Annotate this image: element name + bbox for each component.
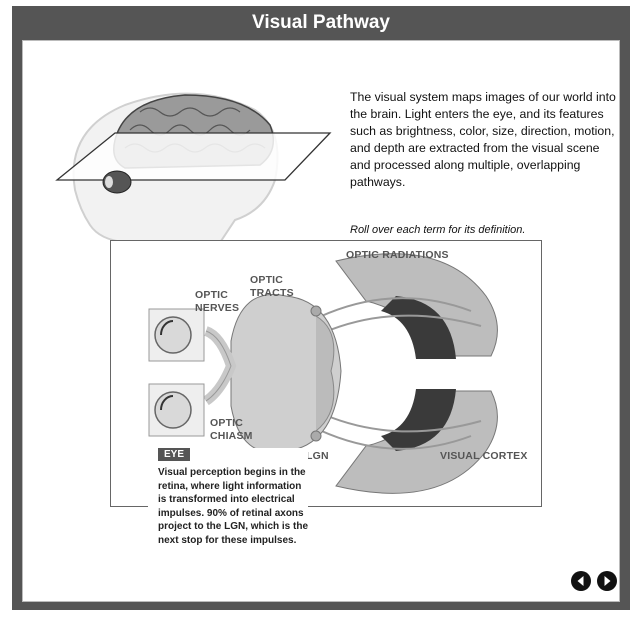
label-lgn[interactable]: LGN	[306, 450, 329, 462]
rollover-hint: Roll over each term for its definition.	[350, 224, 525, 236]
definition-term[interactable]: EYE	[158, 448, 190, 461]
label-optic-tracts-line2[interactable]: TRACTS	[250, 287, 294, 299]
label-optic-tracts-line1[interactable]: OPTIC	[250, 274, 283, 286]
arrow-left-icon	[571, 571, 591, 591]
label-optic-chiasm-line1[interactable]: OPTIC	[210, 417, 243, 429]
head-brain-illustration	[45, 70, 345, 260]
prev-button[interactable]	[571, 571, 591, 591]
definition-text: Visual perception begins in the retina, …	[158, 466, 310, 547]
arrow-right-icon	[597, 571, 617, 591]
intro-paragraph: The visual system maps images of our wor…	[350, 89, 620, 191]
label-optic-nerves-line2[interactable]: NERVES	[195, 302, 239, 314]
label-visual-cortex[interactable]: VISUAL CORTEX	[440, 450, 528, 462]
label-optic-chiasm-line2[interactable]: CHIASM	[210, 430, 253, 442]
label-optic-nerves-line1[interactable]: OPTIC	[195, 289, 228, 301]
label-optic-radiations[interactable]: OPTIC RADIATIONS	[346, 249, 449, 261]
next-button[interactable]	[597, 571, 617, 591]
window-title: Visual Pathway	[12, 6, 630, 40]
